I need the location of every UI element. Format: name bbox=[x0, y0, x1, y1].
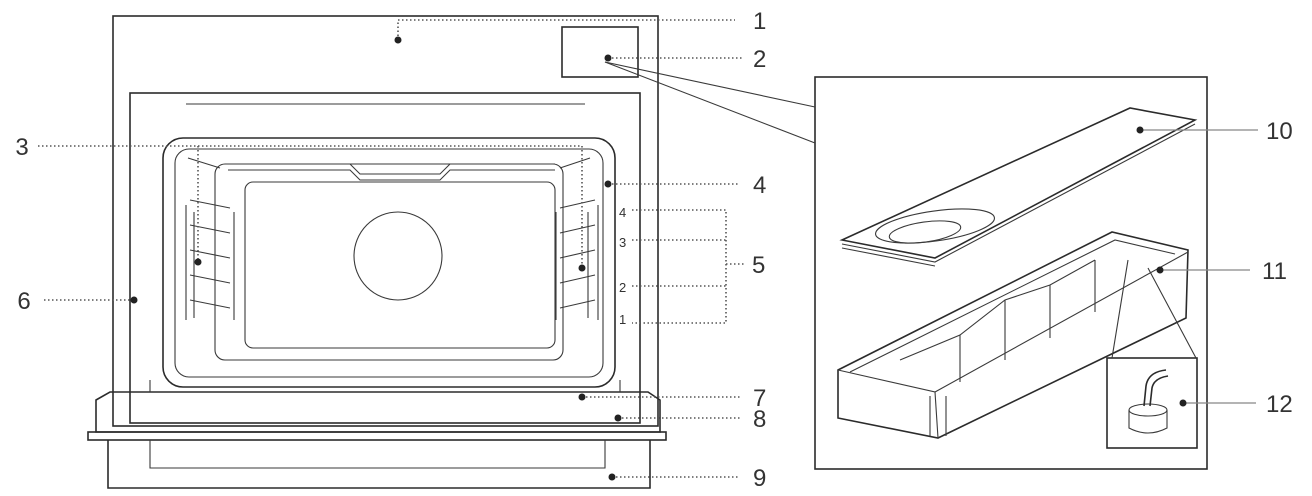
shelf-mark: 3 bbox=[619, 235, 626, 250]
callout-2: 2 bbox=[753, 46, 766, 73]
callout-5: 5 bbox=[752, 252, 765, 279]
oven-frame bbox=[129, 92, 641, 424]
grill-element bbox=[228, 169, 555, 181]
callout-10: 10 bbox=[1266, 118, 1293, 145]
door-edge bbox=[87, 431, 667, 441]
oven-cavity bbox=[162, 137, 616, 388]
tank-body bbox=[837, 231, 1189, 439]
leader-lines bbox=[38, 19, 1258, 481]
callout-9: 9 bbox=[753, 465, 766, 492]
sensor-detail bbox=[1106, 259, 1198, 449]
callout-numbers: 1 2 3 4 5 6 7 8 9 10 11 12 bbox=[15, 8, 1292, 492]
right-shelf-rack bbox=[555, 199, 599, 320]
water-tank-inset bbox=[604, 61, 1208, 470]
shelf-mark: 4 bbox=[619, 205, 626, 220]
oven-body bbox=[112, 15, 659, 427]
callout-3: 3 bbox=[15, 134, 28, 161]
shelf-mark: 1 bbox=[619, 312, 626, 327]
callout-6: 6 bbox=[17, 288, 30, 315]
callout-4: 4 bbox=[753, 172, 766, 199]
callout-8: 8 bbox=[753, 406, 766, 433]
shelf-level-marks: 4 3 2 1 bbox=[619, 205, 626, 327]
inset-frame bbox=[814, 76, 1208, 470]
oven-front-view: 4 3 2 1 bbox=[87, 15, 667, 489]
rear-wall bbox=[214, 163, 564, 361]
shelf-mark: 2 bbox=[619, 280, 626, 295]
oven-door bbox=[87, 380, 667, 441]
tank-lid bbox=[839, 107, 1198, 267]
callout-12: 12 bbox=[1266, 391, 1293, 418]
callout-7: 7 bbox=[753, 385, 766, 412]
drip-tray bbox=[107, 440, 651, 489]
callout-1: 1 bbox=[753, 8, 766, 35]
left-shelf-rack bbox=[185, 199, 235, 320]
fan-cover bbox=[353, 211, 443, 301]
callout-11: 11 bbox=[1262, 258, 1287, 285]
control-panel bbox=[561, 26, 639, 78]
